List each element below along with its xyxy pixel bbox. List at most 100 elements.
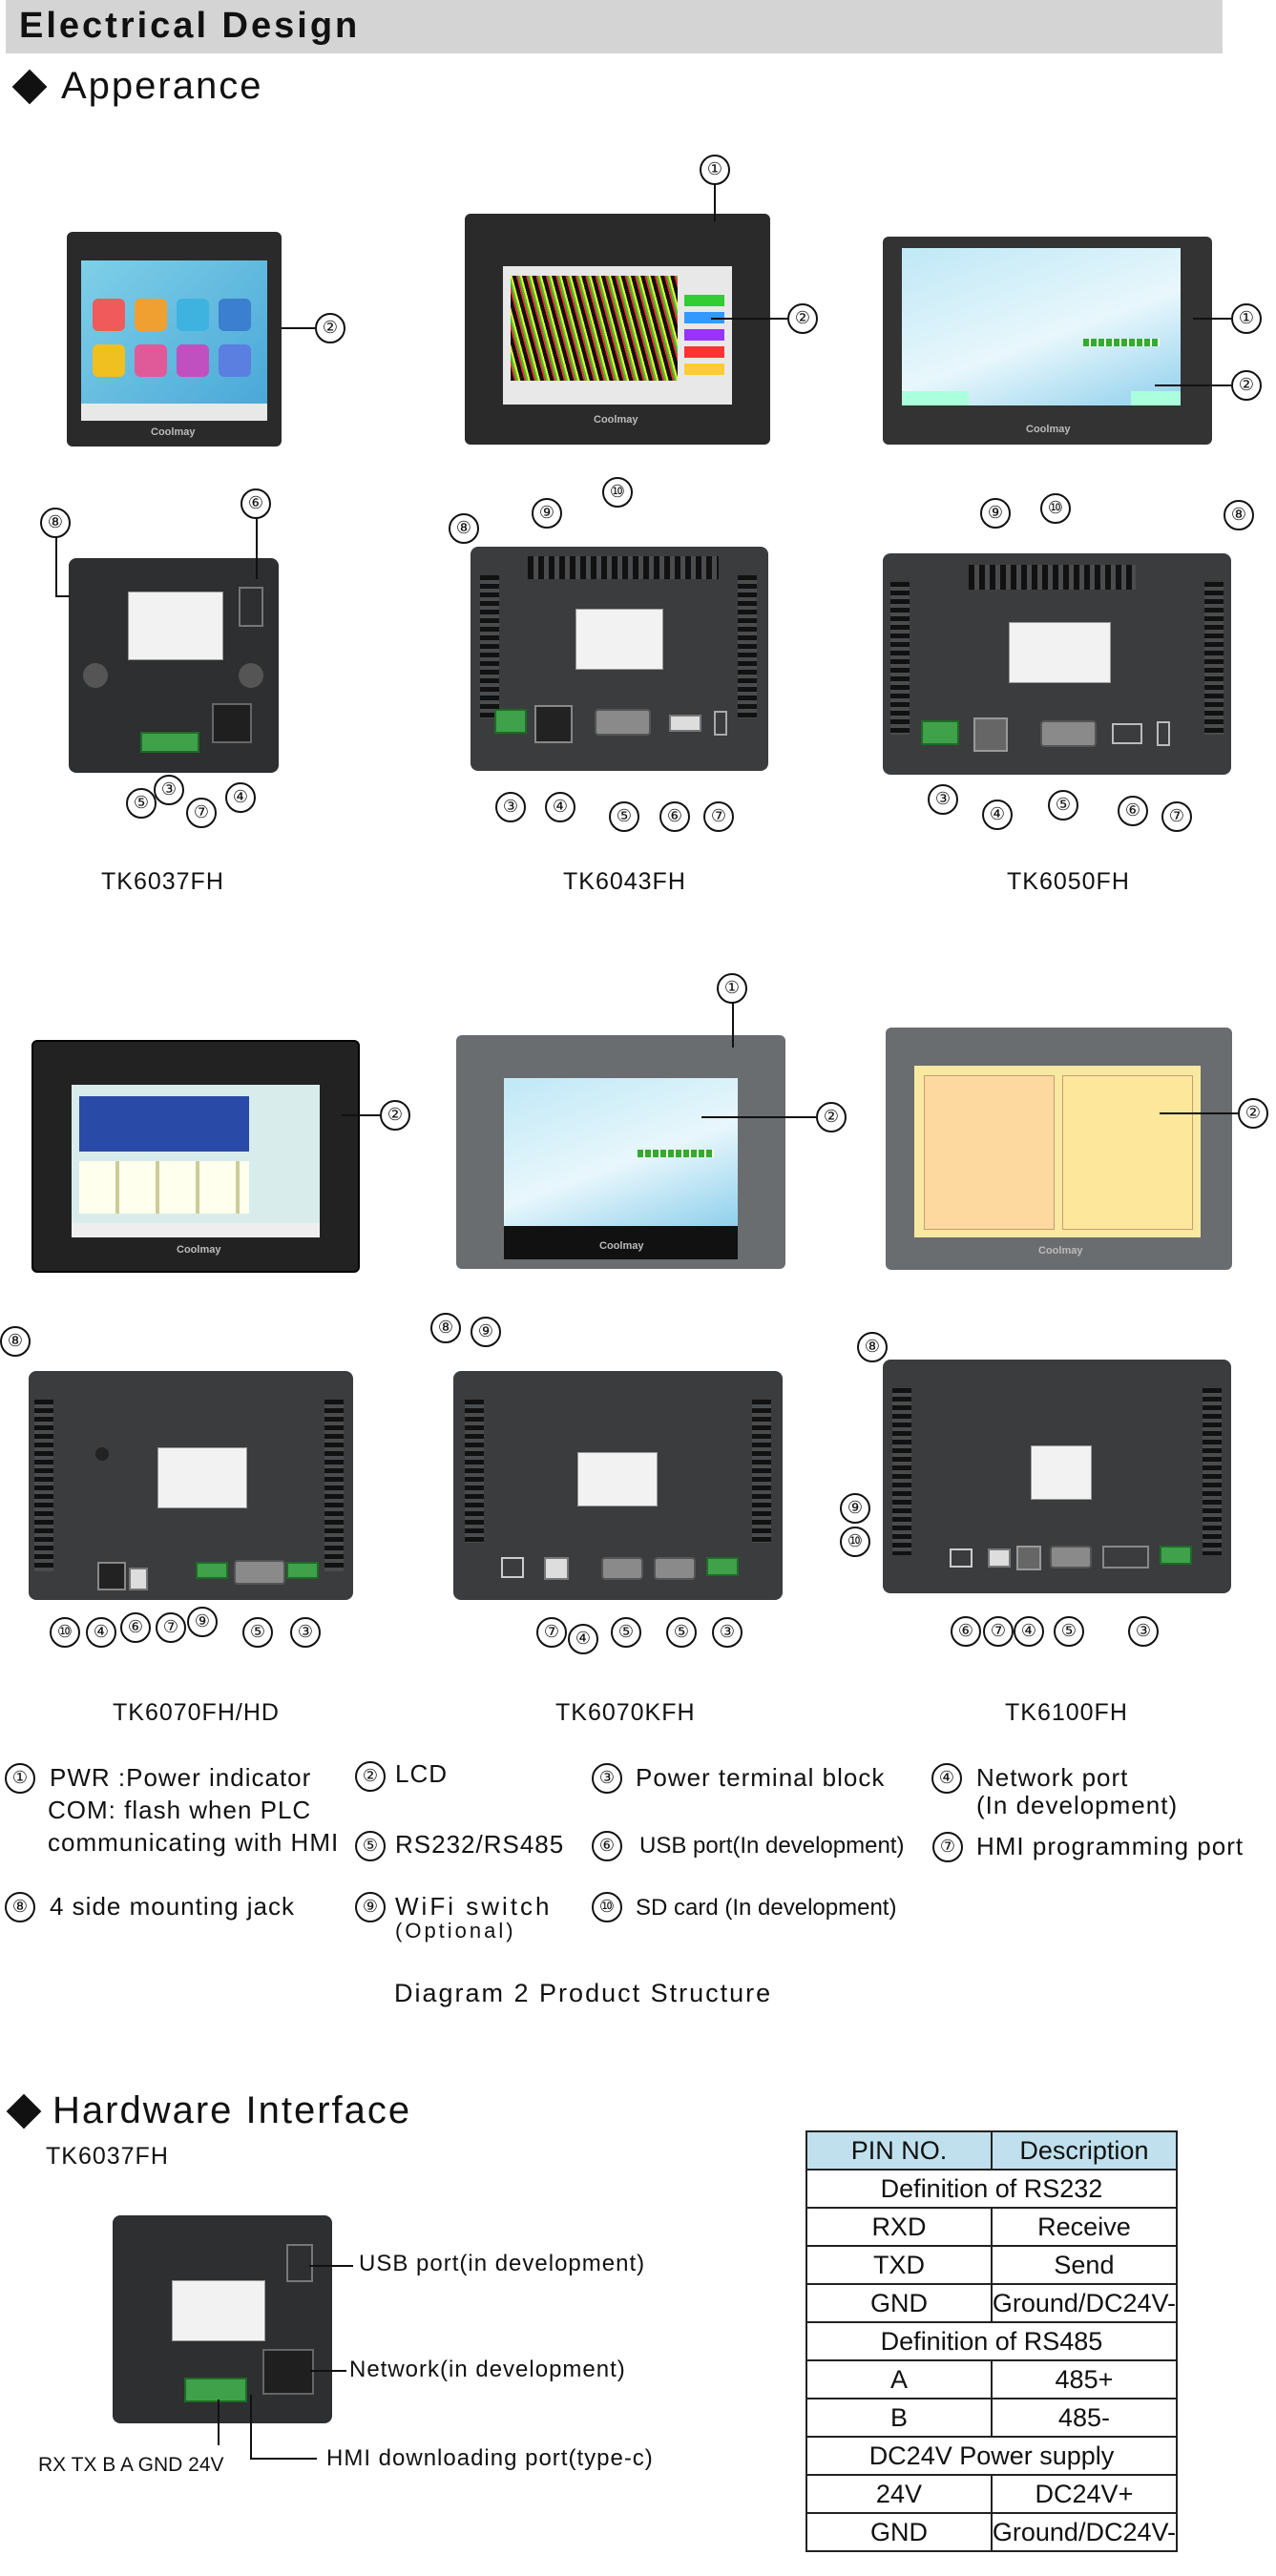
legend-num-7: ⑦: [932, 1832, 963, 1862]
callout-2: ②: [380, 1100, 410, 1131]
callout-5: ⑤: [242, 1617, 273, 1648]
tk6070-front: Coolmay: [31, 1040, 360, 1273]
callout-4: ④: [86, 1617, 116, 1648]
callout-2: ②: [1231, 370, 1262, 401]
callout-3: ③: [154, 775, 184, 805]
table-row: Definition of RS485: [805, 2321, 1178, 2361]
legend-lcd: LCD: [395, 1759, 449, 1788]
legend-num-10: ⑩: [592, 1892, 622, 1922]
table-row: Definition of RS232: [805, 2169, 1178, 2209]
callout-3: ③: [1128, 1616, 1159, 1647]
callout-7: ⑦: [536, 1617, 567, 1648]
legend-power-terminal: Power terminal block: [636, 1763, 886, 1792]
legend-usb: USB port(In development): [639, 1833, 905, 1859]
callout-1: ①: [700, 155, 730, 185]
callout-9: ⑨: [532, 498, 562, 529]
callout-5: ⑤: [666, 1617, 697, 1648]
description-cell: Ground/DC24V-: [990, 2512, 1179, 2552]
callout-9: ⑨: [187, 1607, 218, 1637]
model-label: TK6070FH/HD: [113, 1699, 280, 1726]
callout-4: ④: [982, 800, 1013, 830]
callout-5: ⑤: [611, 1617, 641, 1648]
legend-com: COM: flash when PLC: [48, 1796, 312, 1824]
description-cell: Receive: [990, 2207, 1179, 2247]
header-bar: [6, 0, 1223, 53]
legend-num-1: ①: [5, 1763, 35, 1794]
callout-7: ⑦: [703, 801, 734, 832]
tk6037-back: [69, 558, 279, 773]
callout-7: ⑦: [1161, 801, 1192, 832]
callout-4: ④: [568, 1624, 598, 1654]
legend-num-5: ⑤: [355, 1831, 386, 1861]
pin-cell: RXD: [805, 2207, 993, 2247]
callout-5: ⑤: [1048, 790, 1078, 821]
table-row: DC24V Power supply: [805, 2436, 1178, 2476]
legend-power-indicator: PWR :Power indicator: [50, 1763, 312, 1792]
callout-6: ⑥: [1118, 796, 1148, 826]
legend-num-6: ⑥: [592, 1831, 622, 1861]
callout-9: ⑨: [471, 1317, 501, 1347]
model-label: TK6100FH: [1005, 1699, 1128, 1726]
table-section-heading: Definition of RS232: [805, 2169, 1178, 2209]
callout-10: ⑩: [1040, 493, 1071, 524]
callout-10: ⑩: [840, 1527, 870, 1557]
legend-num-3: ③: [592, 1763, 622, 1794]
tk6050-back: [883, 553, 1231, 775]
tk6050-front: Coolmay: [883, 237, 1212, 445]
model-label: TK6037FH: [101, 868, 224, 895]
tk6037-front: Coolmay: [67, 232, 282, 447]
callout-2: ②: [315, 313, 345, 343]
callout-4: ④: [1014, 1616, 1044, 1647]
hmi-download-label: HMI downloading port(type-c): [326, 2445, 654, 2471]
tk6100-back: [883, 1360, 1231, 1593]
callout-7: ⑦: [156, 1612, 186, 1643]
legend-wifi: WiFi switch: [395, 1892, 553, 1921]
callout-8: ⑧: [0, 1326, 31, 1357]
pin-cell: A: [805, 2359, 993, 2399]
callout-1: ①: [717, 973, 747, 1004]
legend-network: Network port: [976, 1763, 1129, 1792]
callout-8: ⑧: [430, 1313, 461, 1343]
network-label: Network(in development): [349, 2357, 626, 2382]
th-pin: PIN NO.: [805, 2130, 993, 2171]
pin-cell: GND: [805, 2512, 993, 2552]
callout-10: ⑩: [50, 1617, 80, 1648]
table-section-heading: DC24V Power supply: [805, 2436, 1178, 2476]
callout-1: ①: [1231, 303, 1262, 334]
section-title-hardware: Hardware Interface: [52, 2089, 412, 2131]
legend-num-9: ⑨: [355, 1892, 386, 1922]
diamond-bullet-icon: [6, 2093, 42, 2129]
description-cell: Ground/DC24V-: [990, 2283, 1179, 2323]
page-header: Electrical Design: [19, 6, 361, 46]
table-header-row: PIN NO. Description: [805, 2130, 1179, 2171]
tk6043-front: Coolmay: [465, 214, 770, 445]
callout-3: ③: [712, 1617, 743, 1648]
legend-network-2: (In development): [976, 1791, 1179, 1819]
tk6070k-front: Coolmay: [456, 1035, 785, 1269]
usb-port-label: USB port(in development): [359, 2251, 646, 2276]
th-description: Description: [990, 2130, 1179, 2171]
callout-6: ⑥: [241, 488, 271, 519]
description-cell: DC24V+: [990, 2474, 1179, 2514]
hardware-model: TK6037FH: [46, 2143, 169, 2170]
callout-8: ⑧: [40, 508, 71, 538]
pin-cell: TXD: [805, 2245, 993, 2285]
legend-rs232: RS232/RS485: [395, 1830, 565, 1859]
callout-9: ⑨: [980, 498, 1011, 529]
legend-com-2: communicating with HMI: [48, 1828, 340, 1857]
callout-8: ⑧: [857, 1332, 888, 1362]
callout-6: ⑥: [951, 1616, 981, 1647]
tk6070-back: [29, 1371, 353, 1600]
callout-7: ⑦: [186, 798, 217, 828]
legend-sd: SD card (In development): [636, 1895, 897, 1921]
pin-cell: 24V: [805, 2474, 993, 2514]
callout-7: ⑦: [983, 1616, 1014, 1647]
description-cell: 485-: [990, 2398, 1179, 2438]
callout-8: ⑧: [1224, 500, 1254, 530]
callout-6: ⑥: [659, 801, 690, 832]
callout-3: ③: [495, 792, 526, 822]
